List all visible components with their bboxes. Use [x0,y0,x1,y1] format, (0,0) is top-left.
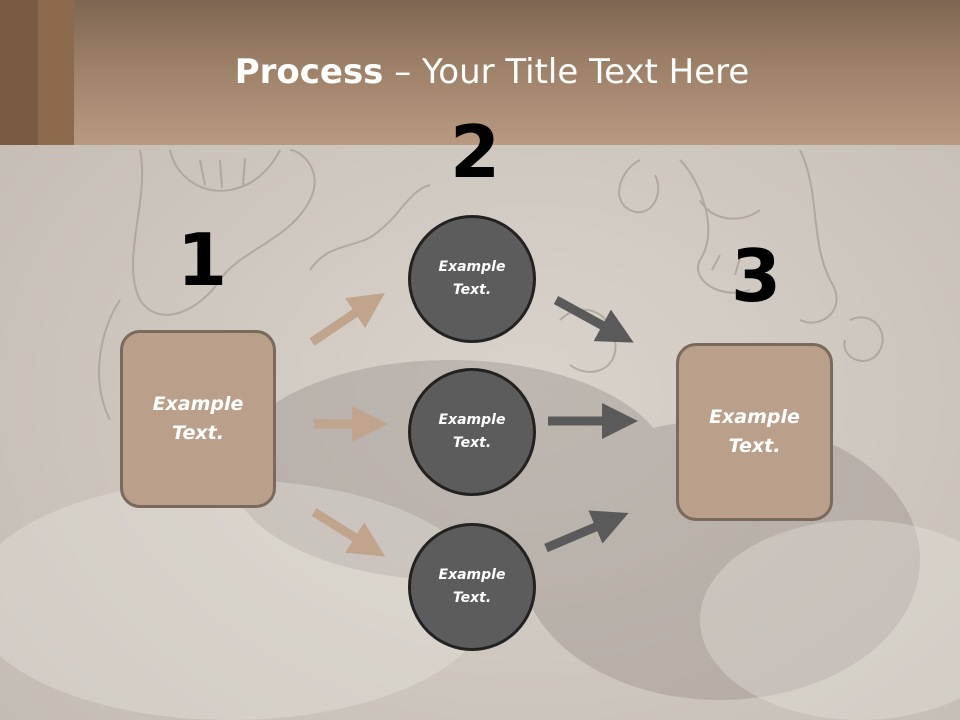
step-circle-bottom-text: Example Text. [438,567,506,606]
slide-title: Process – Your Title Text Here [0,52,960,92]
step-number-3: 3 [731,234,782,318]
step-box-right: Example Text. [676,343,833,521]
arrow-top-to-right [553,296,634,343]
step-box-left: Example Text. [120,330,276,508]
step-number-2: 2 [450,110,501,194]
step-circle-bottom: Example Text. [408,523,536,651]
header-stripe-dark [0,0,38,145]
step-box-left-text: Example Text. [152,393,244,444]
title-rest: – Your Title Text Here [383,52,750,92]
title-bar: Process – Your Title Text Here [0,0,960,145]
step-circle-top-text: Example Text. [438,259,506,298]
step-circle-middle: Example Text. [408,368,536,496]
header-stripe-mid [38,0,74,145]
step-box-right-text: Example Text. [709,406,800,457]
step-circle-top: Example Text. [408,215,536,343]
step-number-1: 1 [177,218,228,302]
step-circle-middle-text: Example Text. [438,412,506,451]
title-bold: Process [234,52,384,92]
arrow-left-to-top [309,292,385,346]
arrow-bottom-to-right [544,510,629,553]
arrow-left-to-bottom [311,508,386,557]
